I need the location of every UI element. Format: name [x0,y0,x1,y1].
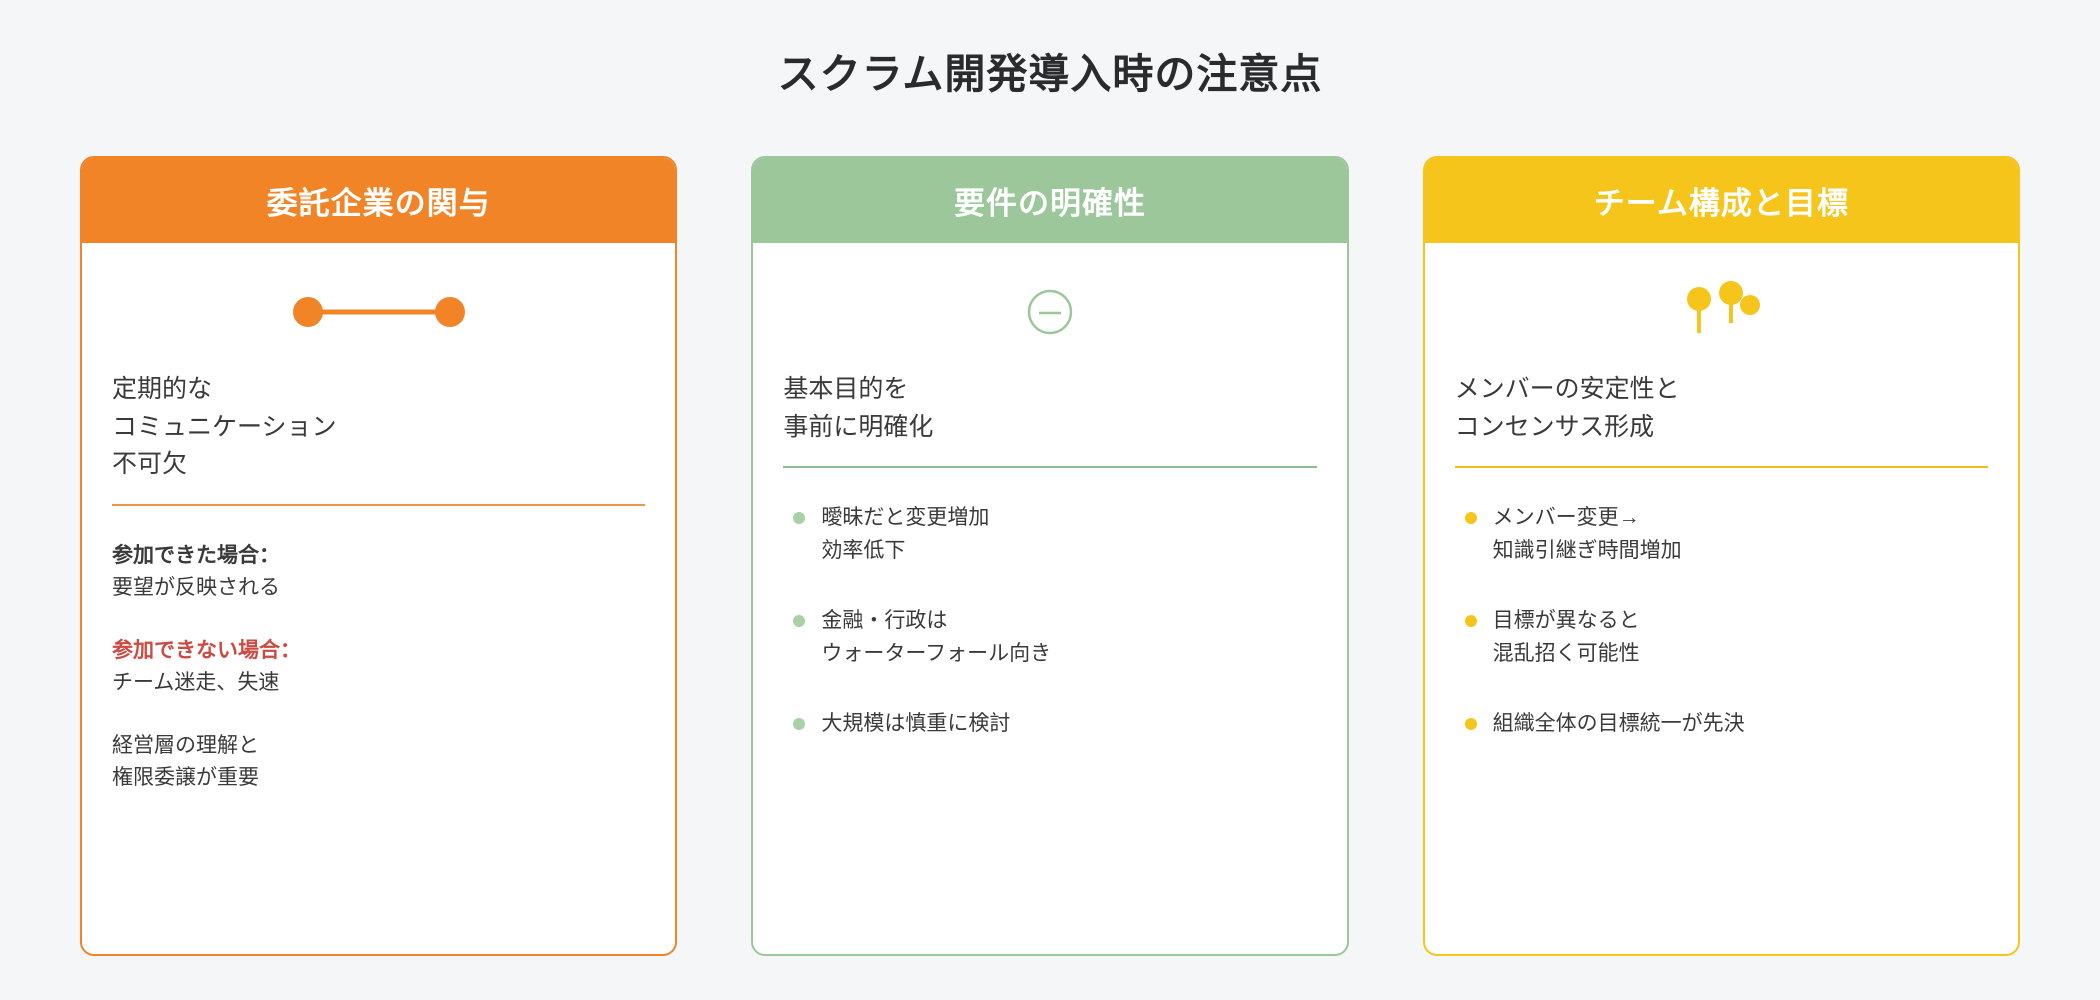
card-lead: メンバーの安定性と コンセンサス形成 [1454,375,1680,441]
success-case-label: 参加できた場合： [112,543,280,567]
failure-case: 参加できない場合： チーム迷走、失速 [112,635,645,700]
connected-nodes-icon-graphic [292,297,465,327]
bullet-text: 目標が異なると 混乱招く可能性 [1492,609,1640,665]
connected-nodes-icon [112,279,645,345]
failure-case-text: チーム迷走、失速 [112,671,280,695]
card-requirement-clarity: 要件の明確性 基本目的を 事前に明確化 曖昧だと変更増加 効率低下 [751,156,1349,956]
divider [1454,466,1988,468]
bullet-text: 金融・行政は ウォーターフォール向き [821,609,1052,665]
list-item: 組織全体の目標統一が先決 [1464,708,1988,741]
card-requirement-clarity-title: 要件の明確性 [753,158,1347,243]
card-team-and-goals: チーム構成と目標 メンバーの安定性と コンセンサス形成 [1422,156,2020,956]
success-case: 参加できた場合： 要望が反映される [112,540,645,605]
card-team-and-goals-title: チーム構成と目標 [1424,158,2018,243]
list-item: 目標が異なると 混乱招く可能性 [1464,605,1988,670]
map-pins-icon [1455,279,1988,345]
card-lead: 定期的な コミュニケーション 不可欠 [112,375,337,478]
card-team-and-goals-body: メンバーの安定性と コンセンサス形成 メンバー変更→ 知識引継ぎ時間増加 目標が… [1425,243,2018,741]
bullet-text: 大規模は慎重に検討 [821,712,1011,736]
failure-case-label: 参加できない場合： [112,638,301,662]
management-note: 経営層の理解と 権限委譲が重要 [112,733,259,790]
divider [112,503,646,506]
bullet-list: メンバー変更→ 知識引継ぎ時間増加 目標が異なると 混乱招く可能性 組織全体の目… [1455,502,1988,741]
bullet-dot-icon [793,718,806,731]
card-client-involvement-title: 委託企業の関与 [82,158,676,243]
neutral-face-icon [783,279,1316,345]
bullet-text: メンバー変更→ 知識引継ぎ時間増加 [1492,506,1682,562]
list-item: 金融・行政は ウォーターフォール向き [793,605,1316,670]
bullet-dot-icon [1464,512,1477,524]
bullet-dot-icon [793,615,806,628]
infographic: スクラム開発導入時の注意点 委託企業の関与 定期的な コミュニケーション 不可欠… [0,51,2100,956]
card-requirement-clarity-body: 基本目的を 事前に明確化 曖昧だと変更増加 効率低下 金融・行政は ウォーターフ… [753,243,1346,741]
cards-row: 委託企業の関与 定期的な コミュニケーション 不可欠 参加できた場合： 要望が反… [0,156,2100,956]
card-client-involvement: 委託企業の関与 定期的な コミュニケーション 不可欠 参加できた場合： 要望が反… [80,156,678,956]
divider [783,466,1317,468]
success-case-text: 要望が反映される [112,576,280,600]
page-title: スクラム開発導入時の注意点 [777,51,1323,97]
bullet-dot-icon [1464,615,1477,628]
map-pins-icon-graphic [1687,281,1761,333]
list-item: 曖昧だと変更増加 効率低下 [793,502,1316,567]
neutral-face-icon-graphic [1027,289,1073,335]
card-lead: 基本目的を 事前に明確化 [783,375,934,441]
bullet-dot-icon [793,512,806,524]
bullet-text: 曖昧だと変更増加 効率低下 [821,506,990,562]
bullet-text: 組織全体の目標統一が先決 [1492,712,1745,736]
list-item: メンバー変更→ 知識引継ぎ時間増加 [1464,502,1988,567]
bullet-dot-icon [1464,718,1477,731]
card-client-involvement-body: 定期的な コミュニケーション 不可欠 参加できた場合： 要望が反映される 参加で… [82,243,675,795]
list-item: 大規模は慎重に検討 [793,708,1316,741]
bullet-list: 曖昧だと変更増加 効率低下 金融・行政は ウォーターフォール向き 大規模は慎重に… [783,502,1316,741]
